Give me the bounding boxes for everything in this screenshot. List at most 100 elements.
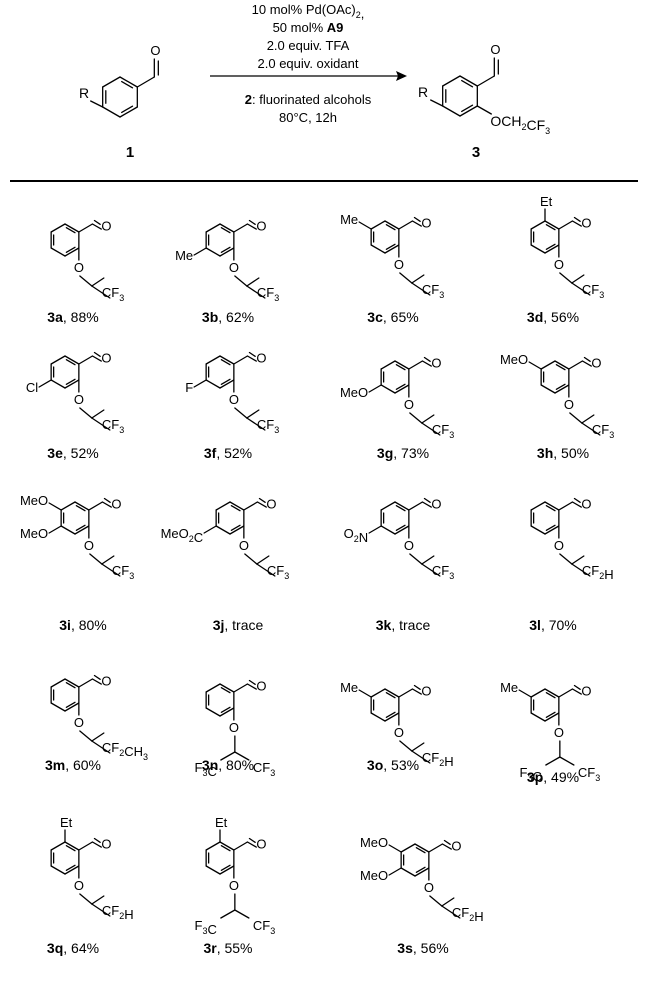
- ring-double-bond: [220, 227, 231, 234]
- substituent-label: MeO2C: [161, 526, 204, 545]
- substituent-bond: [518, 689, 532, 698]
- oxygen-label: O: [421, 684, 431, 699]
- ring-bond: [540, 360, 556, 370]
- substituent-label: Me: [175, 248, 193, 263]
- alkyl-bond: [234, 407, 248, 419]
- ring-bond: [74, 501, 90, 511]
- carbonyl-bond: [91, 841, 102, 848]
- product-label: 3: [472, 144, 480, 161]
- compound-id: 3p: [527, 769, 543, 785]
- ring-bond: [394, 525, 410, 535]
- oxygen-label: O: [101, 351, 111, 366]
- ether-oxygen-label: O: [564, 397, 574, 412]
- compound-id: 3h: [537, 445, 553, 461]
- cf3-label: CF3: [578, 765, 600, 783]
- oxygen-label: O: [150, 43, 160, 58]
- ring-bond: [530, 220, 546, 230]
- alkyl-bond: [91, 903, 111, 917]
- ether-oxygen-label: O: [394, 725, 404, 740]
- alkyl-bond: [581, 422, 601, 436]
- cf3-label: F3C: [519, 765, 541, 784]
- alkyl-bond: [409, 412, 423, 424]
- carbonyl-double-bond: [248, 837, 256, 843]
- ring-bond: [384, 244, 400, 254]
- ring-bond: [219, 379, 235, 389]
- ring-double-bond: [461, 104, 474, 113]
- substituent-bond: [358, 221, 372, 230]
- compound-id: 3b: [202, 309, 218, 325]
- alkyl-bond: [441, 905, 461, 919]
- ring-bond: [380, 525, 396, 535]
- carbonyl-bond: [421, 501, 432, 508]
- oxygen-label: O: [591, 356, 601, 371]
- oxygen-label: O: [431, 497, 441, 512]
- alkyl-bond: [411, 274, 425, 284]
- ring-double-bond: [75, 505, 86, 512]
- alkyl-bond: [234, 909, 250, 919]
- ring-bond: [530, 525, 546, 535]
- substituent-label: MeO: [340, 385, 368, 400]
- compound-id: 3n: [202, 757, 218, 773]
- oxygen-label: O: [111, 497, 121, 512]
- ring-bond: [205, 379, 221, 389]
- product-caption: 3q, 64%: [47, 940, 99, 956]
- ring-bond: [64, 223, 80, 233]
- aldehyde-bond: [558, 501, 574, 511]
- ring-bond: [119, 106, 138, 118]
- alkyl-bond: [256, 563, 276, 577]
- aldehyde-bond: [233, 683, 249, 693]
- alkyl-bond: [441, 897, 455, 907]
- ring-bond: [414, 843, 430, 853]
- compound-id: 3o: [367, 757, 383, 773]
- yield-value: 52%: [71, 445, 99, 461]
- alkyl-bond: [234, 751, 250, 761]
- ring-bond: [50, 379, 66, 389]
- compound-id: 3d: [527, 309, 543, 325]
- oxygen-label: O: [101, 219, 111, 234]
- ring-double-bond: [385, 224, 396, 231]
- ring-bond: [205, 247, 221, 257]
- ring-bond: [544, 688, 560, 698]
- ring-bond: [60, 501, 76, 511]
- ring-bond: [205, 355, 221, 365]
- yield-value: 70%: [549, 617, 577, 633]
- alkyl-bond: [246, 277, 260, 287]
- ring-double-bond: [385, 711, 396, 718]
- carbonyl-bond: [581, 360, 592, 367]
- ring-bond: [554, 360, 570, 370]
- cf3-label: CF3: [253, 918, 275, 936]
- compound-id: 3q: [47, 940, 63, 956]
- ring-double-bond: [65, 845, 76, 852]
- compound-id: 3s: [397, 940, 413, 956]
- aldehyde-bond: [78, 223, 94, 233]
- yield-value: 88%: [71, 309, 99, 325]
- ring-bond: [215, 501, 231, 511]
- substituent-label: O2N: [344, 526, 369, 545]
- carbonyl-bond: [571, 220, 582, 227]
- ring-bond: [219, 223, 235, 233]
- ring-bond: [229, 501, 245, 511]
- aldehyde-bond: [78, 841, 94, 851]
- compound-id: 3c: [367, 309, 383, 325]
- ring-bond: [102, 76, 121, 88]
- yield-value: 60%: [73, 757, 101, 773]
- yield-value: 64%: [71, 940, 99, 956]
- ring-bond: [380, 384, 396, 394]
- carbonyl-bond: [91, 678, 102, 685]
- alkyl-bond: [234, 275, 248, 287]
- ether-oxygen-label: O: [74, 715, 84, 730]
- alkyl-bond: [559, 553, 573, 565]
- yield-value: 56%: [551, 309, 579, 325]
- ether-oxygen-label: O: [554, 725, 564, 740]
- ring-bond: [229, 525, 245, 535]
- carbonyl-bond: [246, 841, 257, 848]
- ether-oxygen-label: O: [229, 392, 239, 407]
- carbonyl-bond: [91, 355, 102, 362]
- ring-bond: [119, 76, 138, 88]
- yield-value: 49%: [551, 769, 579, 785]
- aldehyde-bond: [88, 501, 104, 511]
